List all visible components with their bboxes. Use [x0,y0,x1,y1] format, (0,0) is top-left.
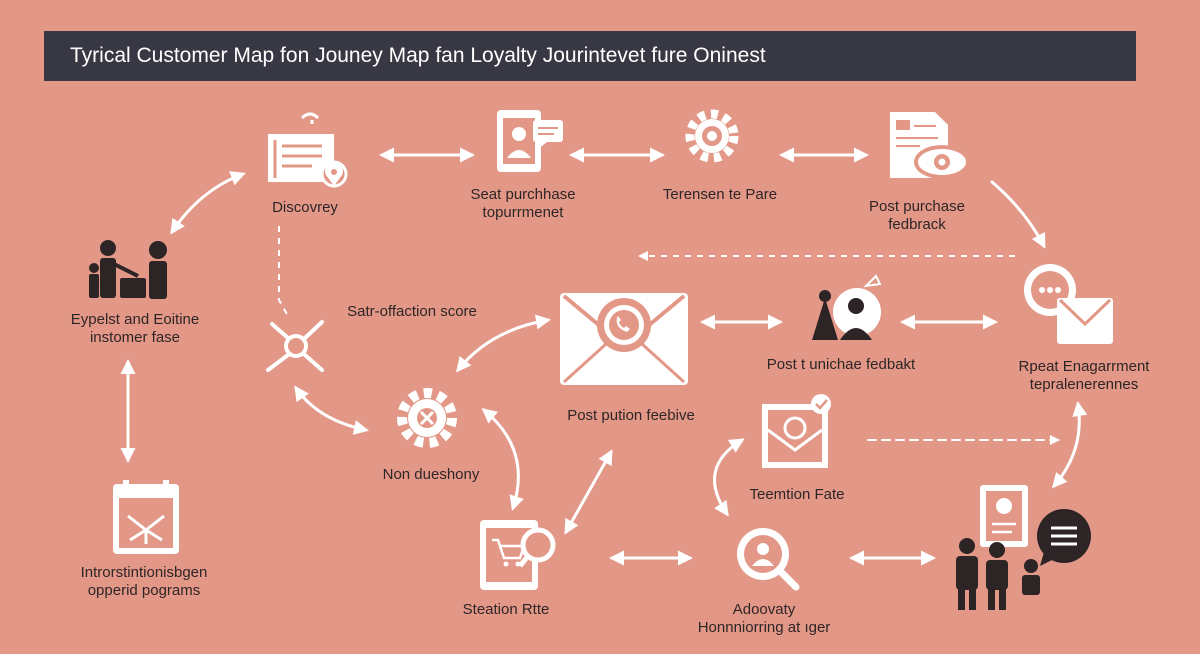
label-steation: Steation Rtte [462,601,550,618]
people-chat-icon [956,485,1091,610]
document-location-icon [268,112,348,188]
arrow-postpurchase-repeat [990,180,1046,249]
label-post-unichae: Post t unichae fedbakt [766,356,916,373]
label-repeat-line2: tepralenerennes [1029,376,1139,393]
network-icon [266,320,324,372]
label-repeat-line1: Rpeat Enagarrment [1018,358,1150,375]
arrow-teemtion-adoovaty [713,438,745,517]
label-expelst-line1: Eypelst and Eoitine [70,311,200,328]
profile-chat-icon [497,110,563,172]
label-seat-purchase: Seat purchhase topurrmenet [470,186,575,222]
label-seat-purchase-line2: topurrmenet [482,204,564,221]
family-icon [89,240,167,299]
label-terensen: Terensen te Pare [662,186,778,203]
label-discovery: Discovrey [272,199,338,216]
label-expelst: Eypelst and Eoitine instomer fase [71,311,199,347]
email-phone-icon [560,293,688,385]
label-post-purchase-feedback: Post purchase fedbrack [869,198,965,234]
chat-mail-icon [1024,264,1113,344]
label-adoovaty-line1: Adoovaty [732,601,796,618]
dashed-discovery-satisfaction [278,226,289,317]
label-intro-line2: opperid pograms [87,582,201,599]
arrow-satisfaction-nondueshony [294,385,369,435]
label-adoovaty: Adoovaty Honnniorring at ıger [698,601,831,637]
calendar-network-icon [113,480,179,554]
document-eye-icon [890,112,970,179]
arrow-advocates-repeat [1052,401,1088,489]
label-post-purchase-line1: Post purchase [869,198,965,215]
arrow-expelst-discovery [170,171,246,235]
label-intro-line1: Introrstintionisbgen [80,564,208,581]
arrow-nondueshony-steation [481,408,524,511]
mail-check-icon [762,394,831,468]
label-expelst-line2: instomer fase [89,329,181,346]
label-seat-purchase-line1: Seat purchhase [470,186,576,203]
dashed-connectors [278,226,1015,317]
connector-arrows [120,147,1088,566]
arrow-steation-email [564,449,613,535]
title-bar: Tyrical Customer Map fon Jouney Map fan … [44,31,1136,81]
arrow-satisfaction-email [456,314,551,373]
label-teemtion: Teemtion Fate [749,486,845,503]
person-chat-icon [812,274,882,340]
diagram-title: Tyrical Customer Map fon Jouney Map fan … [70,44,766,67]
label-adoovaty-line2: Honnniorring at ıger [697,619,831,636]
label-satisfaction: Satr-offaction score [347,303,477,320]
label-non-dueshony: Non dueshony [382,466,480,483]
gear-icon-2 [397,388,457,448]
label-email-center: Post pution feebive [567,407,695,424]
label-post-purchase-line2: fedbrack [888,216,946,233]
cart-search-icon [480,520,556,590]
label-intro: Introrstintionisbgen opperid pograms [81,564,208,600]
magnifier-person-icon [737,528,800,591]
label-repeat: Rpeat Enagarrment tepralenerennes [1019,358,1150,394]
gear-icon [685,109,739,163]
